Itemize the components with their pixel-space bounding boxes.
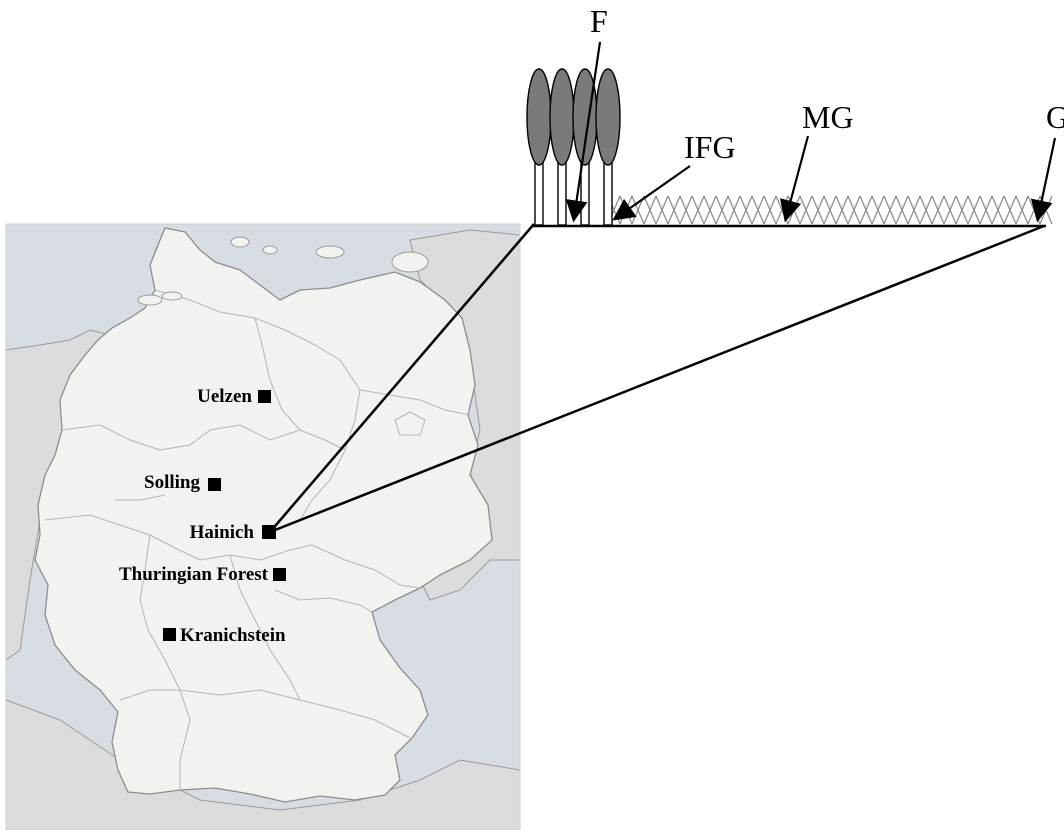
arrow-inner-forest-grass [612,165,691,221]
arrow-meadow-grass [779,135,810,223]
site-kranichstein: Kranichstein [163,625,286,646]
tree [526,68,552,226]
site-uelzen: Uelzen [197,386,271,407]
grass-strip [607,195,1053,225]
label-grassland: G [1046,99,1064,135]
transect-schematic: F IFG MG G [526,3,1064,228]
state-borders [44,289,471,790]
site-marker [208,478,221,491]
site-label: Solling [144,472,200,493]
site-label: Thuringian Forest [119,564,269,585]
site-marker [273,568,286,581]
coastal-islands [137,236,429,306]
site-label: Kranichstein [180,625,286,646]
map-frame [5,223,521,830]
pointer-arrows [565,41,1057,223]
arrow-forest [565,41,602,223]
label-inner-forest-grass: IFG [684,129,736,165]
site-label: Hainich [190,522,255,543]
label-forest: F [590,3,608,39]
label-meadow-grass: MG [802,99,854,135]
site-label: Uelzen [197,386,252,407]
arrow-grassland [1030,137,1057,223]
site-marker [163,628,176,641]
site-thuringian-forest: Thuringian Forest [119,564,286,585]
tree [595,68,621,226]
zoom-connector-lines [269,223,1045,534]
map-panel [6,224,520,830]
site-solling: Solling [144,472,221,493]
site-marker [258,390,271,403]
forest-trees [526,68,621,226]
tree [549,68,575,226]
